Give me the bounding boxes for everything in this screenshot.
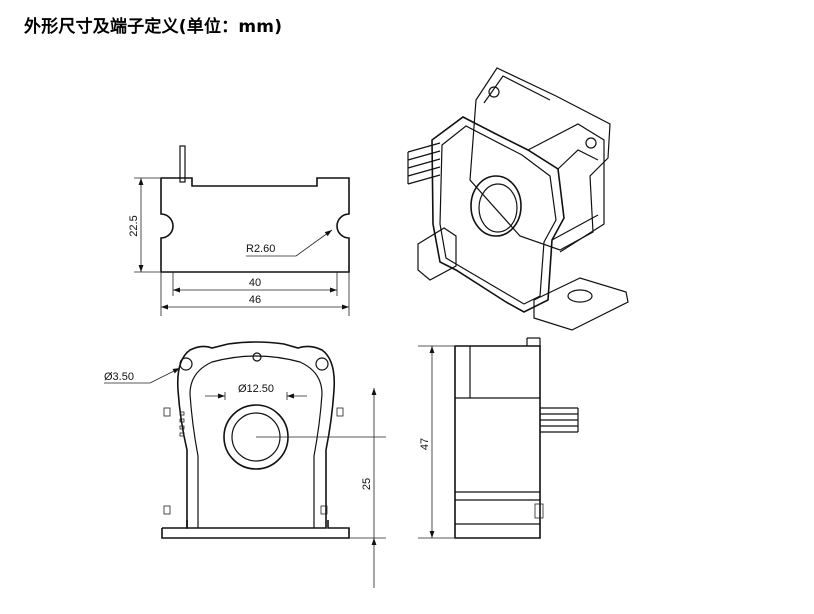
side-view-body xyxy=(454,345,541,539)
hole-diameter-label: Ø3.50 xyxy=(104,371,134,383)
center-height-label: 25 xyxy=(361,478,373,490)
isometric-view xyxy=(407,67,629,331)
radius-leader xyxy=(295,229,333,257)
front-view: Ø12.50 Ø3.50 25 xyxy=(104,341,386,588)
iso-aperture xyxy=(470,175,522,237)
top-view-pin xyxy=(179,145,186,183)
top-view-body xyxy=(160,177,350,273)
mount-hole-left xyxy=(179,357,193,371)
iso-pins xyxy=(407,142,441,185)
side-pins xyxy=(540,407,579,433)
width-inner-label: 40 xyxy=(249,277,261,289)
height-top-label: 22.5 xyxy=(128,215,140,236)
width-outer-label: 46 xyxy=(249,294,261,306)
side-view: 47 xyxy=(418,337,579,539)
radius-label: R2.60 xyxy=(246,243,275,255)
aperture-diameter-label: Ø12.50 xyxy=(238,383,274,395)
page-title: 外形尺寸及端子定义(单位：mm) xyxy=(24,17,283,37)
top-view: 22.5 R2.60 40 46 xyxy=(128,145,350,316)
front-view-body xyxy=(176,341,336,529)
iso-front-face xyxy=(431,116,565,313)
mount-hole-right xyxy=(315,357,329,371)
total-height-label: 47 xyxy=(419,438,431,450)
hole-leader xyxy=(149,367,181,384)
